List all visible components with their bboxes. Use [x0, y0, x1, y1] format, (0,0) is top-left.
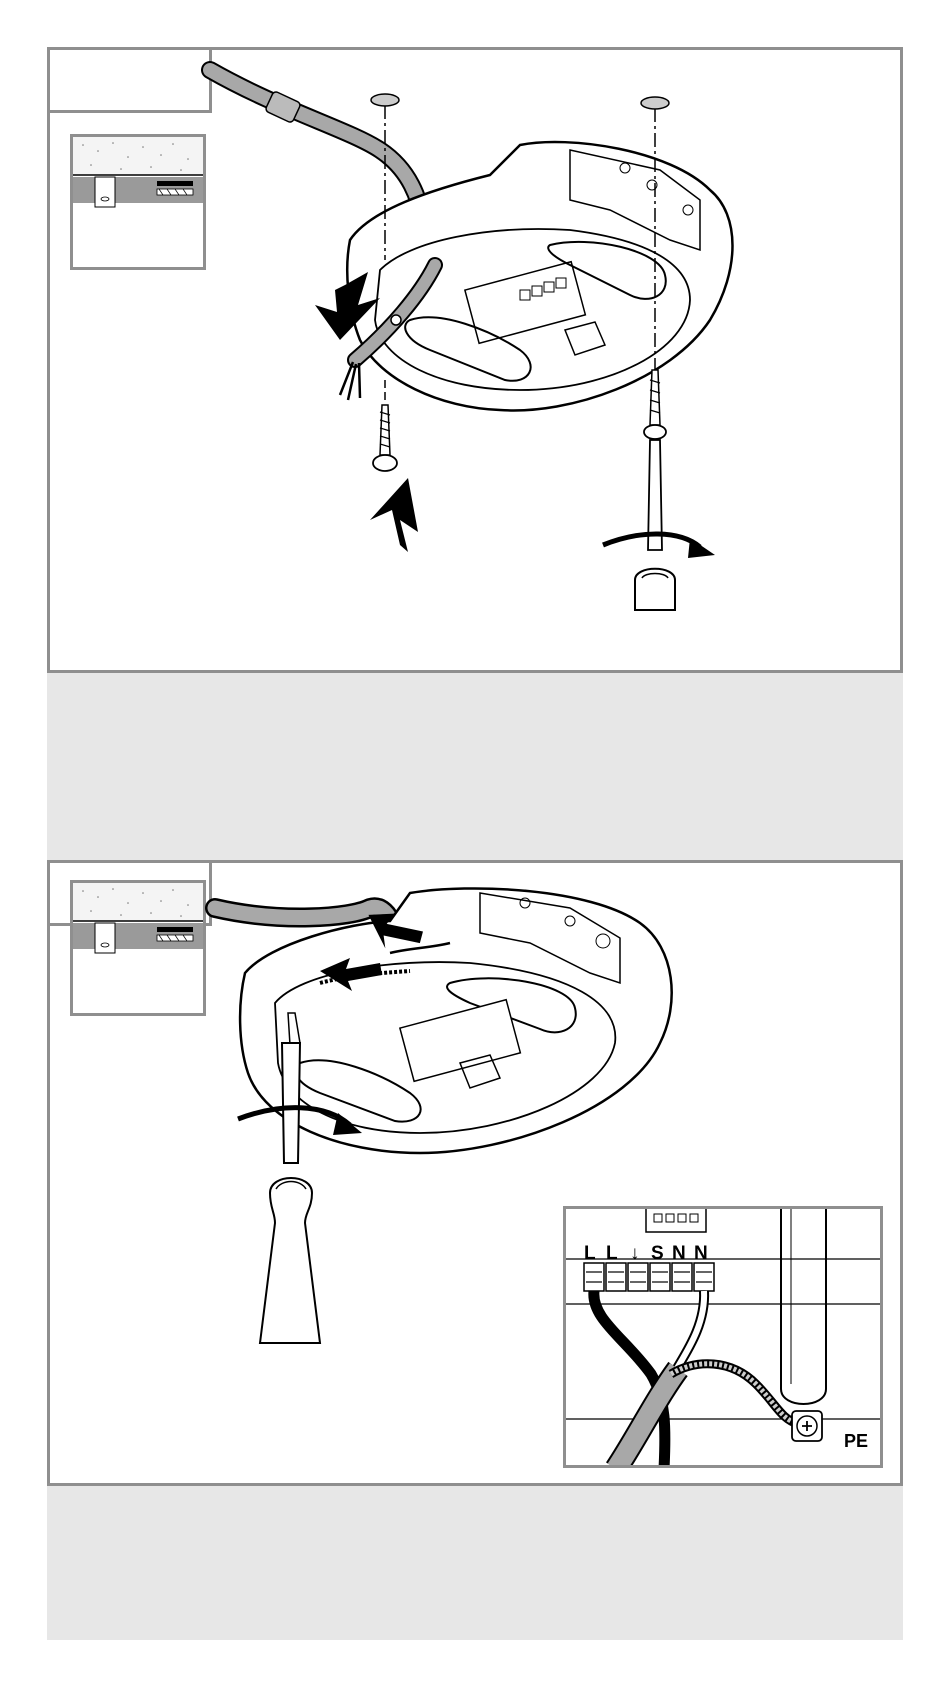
- terminal-label: S: [651, 1243, 664, 1265]
- base-mounting-illustration: [50, 50, 900, 670]
- caption-area: [47, 1486, 903, 1640]
- up-arrow-icon: [370, 478, 418, 552]
- terminal-label-earth: ↓: [630, 1243, 640, 1265]
- wall-plug: [371, 94, 399, 106]
- screw: [644, 370, 666, 439]
- screwdriver: [635, 440, 675, 610]
- terminal-label: L: [606, 1243, 618, 1265]
- terminal-wiring-detail: L L ↓ S N N PE: [563, 1206, 883, 1468]
- terminal-label: N: [694, 1243, 708, 1265]
- wall-plug: [641, 97, 669, 109]
- terminal-label: N: [672, 1243, 686, 1265]
- step-panel-mounting: [47, 47, 903, 673]
- screw: [373, 405, 397, 471]
- step-panel-wiring: L L ↓ S N N PE: [47, 860, 903, 1486]
- terminal-label: L: [584, 1243, 596, 1265]
- caption-area: [47, 673, 903, 860]
- earth-label: PE: [844, 1431, 868, 1452]
